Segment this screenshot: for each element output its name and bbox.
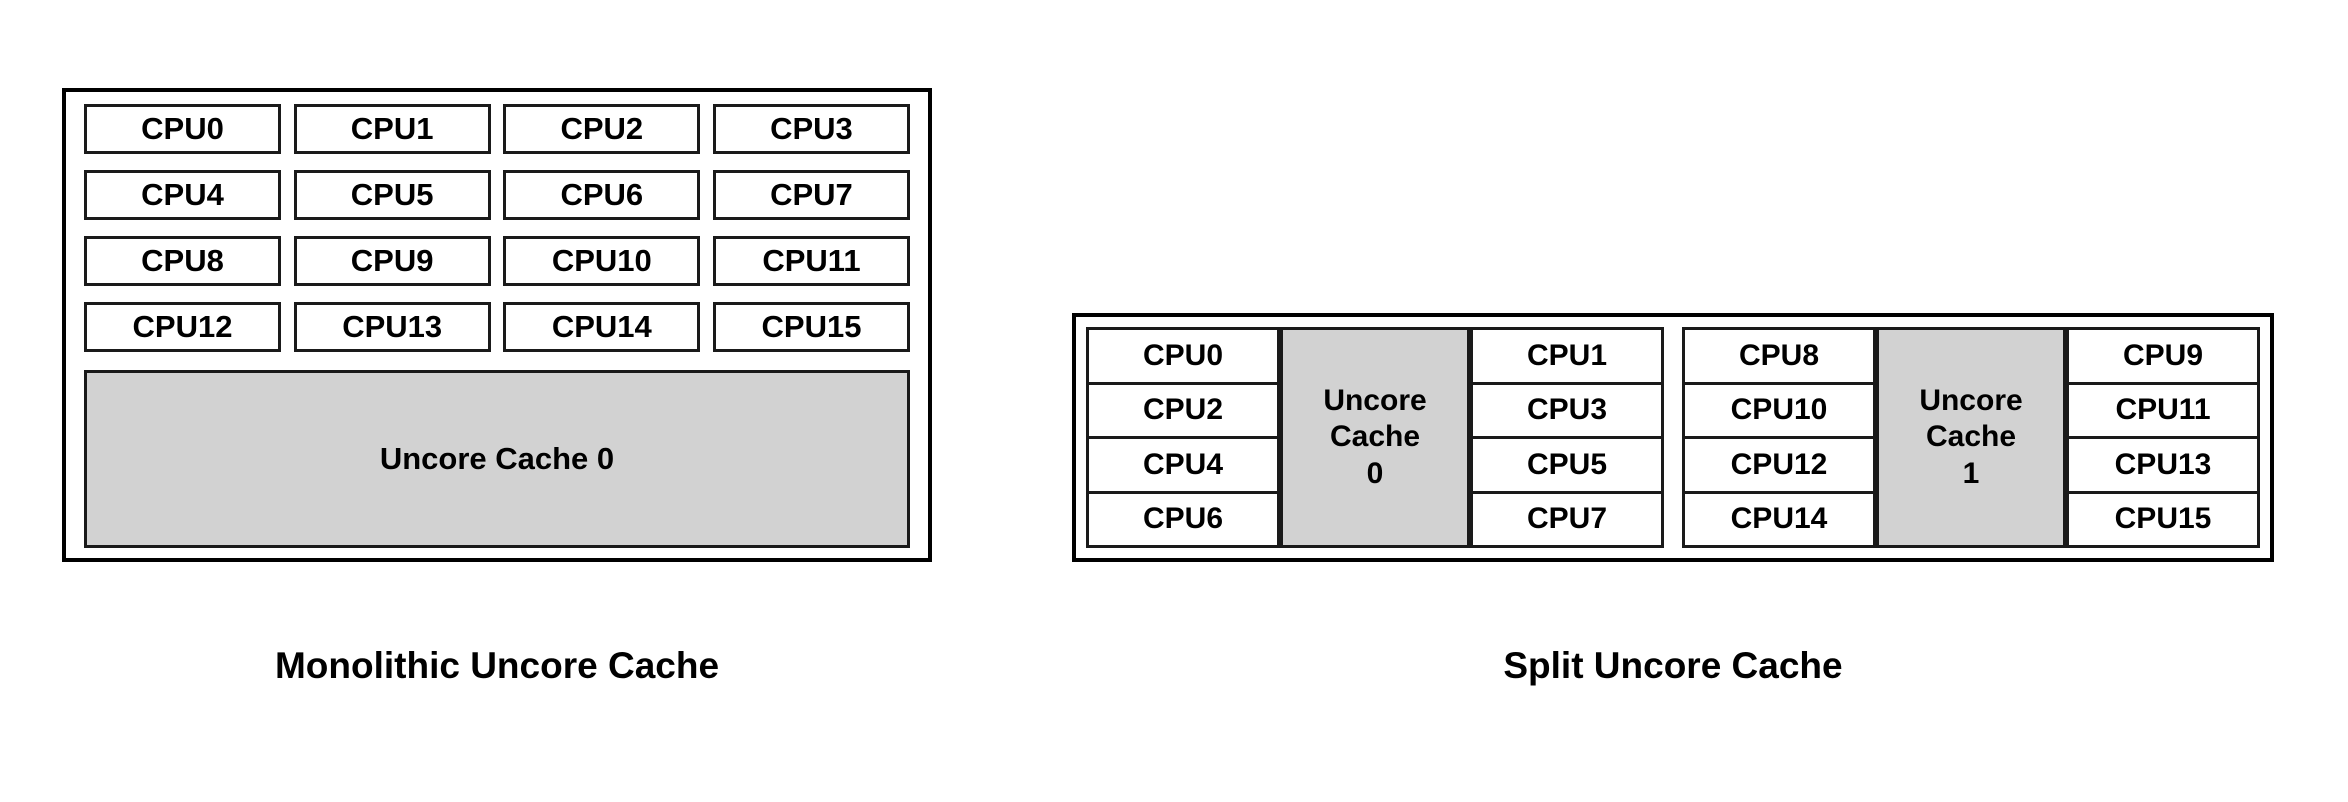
split-uncore-cache-figure: CPU0 CPU2 CPU4 CPU6 Uncore Cache 0 CPU1 …	[1072, 313, 2274, 562]
cpu-box[interactable]: CPU13	[2069, 439, 2257, 494]
cpu-box[interactable]: CPU15	[2069, 493, 2257, 545]
cpu-box[interactable]: CPU15	[712, 302, 910, 352]
uncore-cache-box[interactable]: Uncore Cache 0	[1280, 327, 1470, 548]
monolithic-package-contents: CPU0 CPU1 CPU2 CPU3 CPU4 CPU5 CPU6 CPU7 …	[84, 104, 910, 548]
cpu-box[interactable]: CPU6	[1089, 493, 1277, 545]
cpu-box[interactable]: CPU5	[1473, 439, 1661, 494]
uncore-cache-label-line-1: Uncore	[1323, 383, 1427, 417]
cpu-box[interactable]: CPU5	[293, 170, 491, 220]
split-cache-group-1: CPU8 CPU10 CPU12 CPU14 Uncore Cache 1 CP…	[1682, 327, 2260, 548]
cpu-box[interactable]: CPU0	[84, 104, 281, 154]
cpu-box[interactable]: CPU10	[503, 236, 701, 286]
cpu-box[interactable]: CPU14	[1685, 493, 1873, 545]
split-package-contents: CPU0 CPU2 CPU4 CPU6 Uncore Cache 0 CPU1 …	[1086, 327, 2260, 548]
split-cache-group-0: CPU0 CPU2 CPU4 CPU6 Uncore Cache 0 CPU1 …	[1086, 327, 1664, 548]
cpu-box[interactable]: CPU4	[1089, 439, 1277, 494]
cpu-box[interactable]: CPU3	[712, 104, 910, 154]
uncore-cache-label-line-2: Cache	[1329, 420, 1421, 454]
uncore-cache-box[interactable]: Uncore Cache 1	[1876, 327, 2066, 548]
cpu-box[interactable]: CPU11	[712, 236, 910, 286]
cpu-box[interactable]: CPU9	[293, 236, 491, 286]
cpu-box[interactable]: CPU3	[1473, 384, 1661, 439]
cpu-box[interactable]: CPU8	[84, 236, 281, 286]
cpu-box[interactable]: CPU14	[503, 302, 701, 352]
uncore-cache-label-line-3: 0	[1366, 456, 1384, 490]
uncore-cache-label-line-1: Uncore	[1919, 383, 2023, 417]
cpu-box[interactable]: CPU7	[1473, 493, 1661, 545]
cpu-box[interactable]: CPU1	[1473, 330, 1661, 385]
cpu-box[interactable]: CPU6	[503, 170, 701, 220]
cpu-box[interactable]: CPU7	[712, 170, 910, 220]
cpu-box[interactable]: CPU9	[2069, 330, 2257, 385]
uncore-cache-label-line-2: Cache	[1925, 420, 2017, 454]
cpu-box[interactable]: CPU0	[1089, 330, 1277, 385]
cpu-box[interactable]: CPU2	[503, 104, 701, 154]
cpu-box[interactable]: CPU2	[1089, 384, 1277, 439]
cpu-box[interactable]: CPU4	[84, 170, 281, 220]
cpu-row: CPU12 CPU13 CPU14 CPU15	[84, 302, 910, 352]
monolithic-uncore-cache-figure: CPU0 CPU1 CPU2 CPU3 CPU4 CPU5 CPU6 CPU7 …	[62, 88, 932, 562]
monolithic-figure-caption: Monolithic Uncore Cache	[274, 645, 720, 686]
split-figure-caption: Split Uncore Cache	[1503, 645, 1843, 686]
cpu-column-left: CPU0 CPU2 CPU4 CPU6	[1086, 327, 1280, 548]
cpu-column-right: CPU1 CPU3 CPU5 CPU7	[1470, 327, 1664, 548]
cpu-column-right: CPU9 CPU11 CPU13 CPU15	[2066, 327, 2260, 548]
cpu-box[interactable]: CPU13	[293, 302, 491, 352]
cpu-row: CPU0 CPU1 CPU2 CPU3	[84, 104, 910, 154]
uncore-cache-label-line-3: 1	[1962, 456, 1980, 490]
uncore-cache-box[interactable]: Uncore Cache 0	[84, 370, 910, 548]
cpu-box[interactable]: CPU1	[293, 104, 491, 154]
cpu-row: CPU8 CPU9 CPU10 CPU11	[84, 236, 910, 286]
cpu-row: CPU4 CPU5 CPU6 CPU7	[84, 170, 910, 220]
cpu-box[interactable]: CPU8	[1685, 330, 1873, 385]
cpu-box[interactable]: CPU12	[84, 302, 281, 352]
cpu-box[interactable]: CPU12	[1685, 439, 1873, 494]
cpu-box[interactable]: CPU11	[2069, 384, 2257, 439]
cpu-column-left: CPU8 CPU10 CPU12 CPU14	[1682, 327, 1876, 548]
cpu-box[interactable]: CPU10	[1685, 384, 1873, 439]
